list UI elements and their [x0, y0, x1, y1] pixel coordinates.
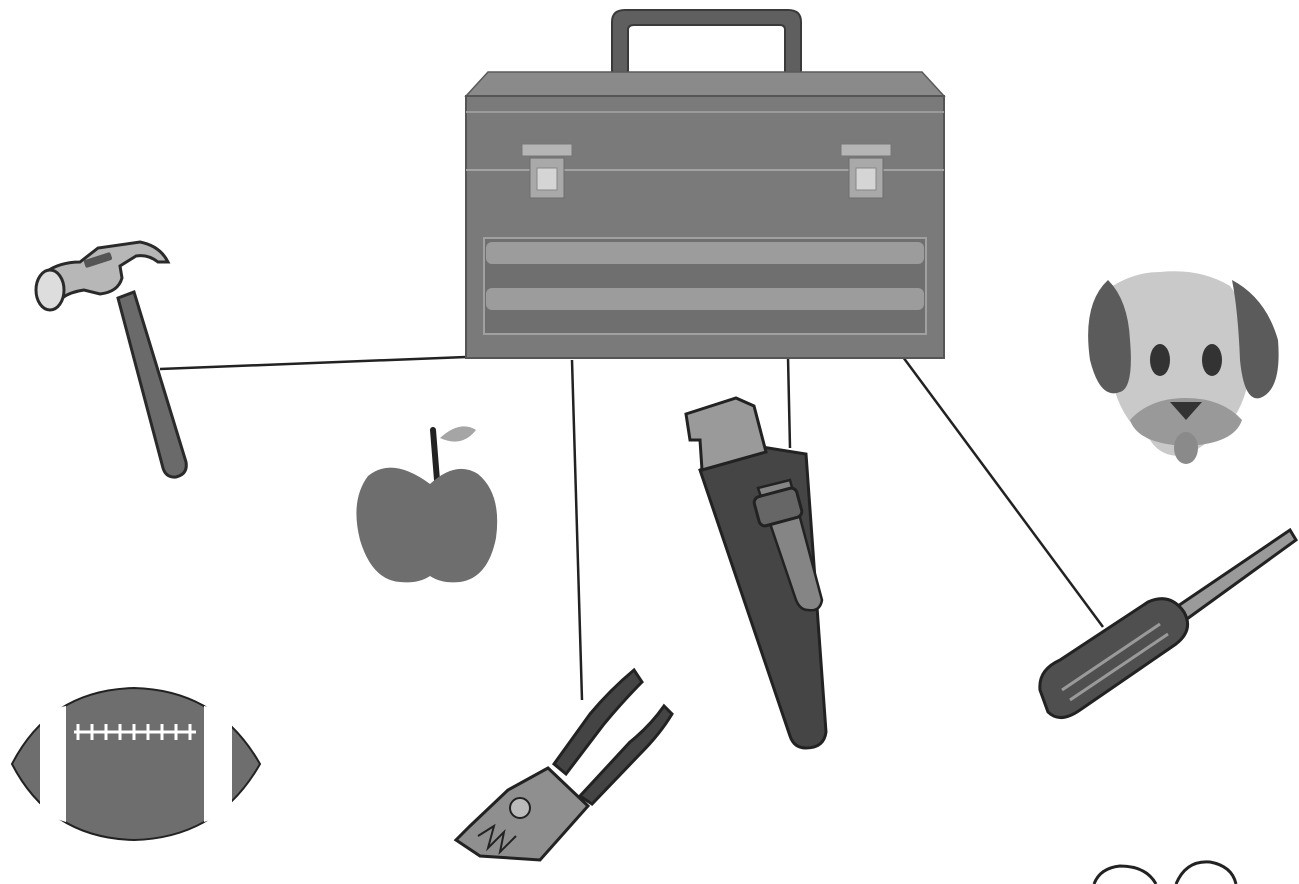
screwdriver-icon [1040, 530, 1296, 718]
latch-right-icon [841, 144, 891, 198]
pliers-icon [456, 670, 672, 860]
dog-icon [1088, 271, 1278, 464]
pipe-wrench-icon [686, 398, 826, 748]
football-icon [12, 688, 260, 840]
toolbox [466, 10, 944, 358]
partial-object-icon [1094, 862, 1236, 884]
line-hammer [160, 357, 466, 369]
apple-icon [356, 426, 497, 582]
connector-lines [160, 357, 1103, 700]
line-wrench [788, 357, 790, 448]
latch-left-icon [522, 144, 572, 198]
line-screwdriver [903, 357, 1103, 627]
line-pliers [572, 360, 582, 700]
hammer-icon [36, 242, 186, 477]
